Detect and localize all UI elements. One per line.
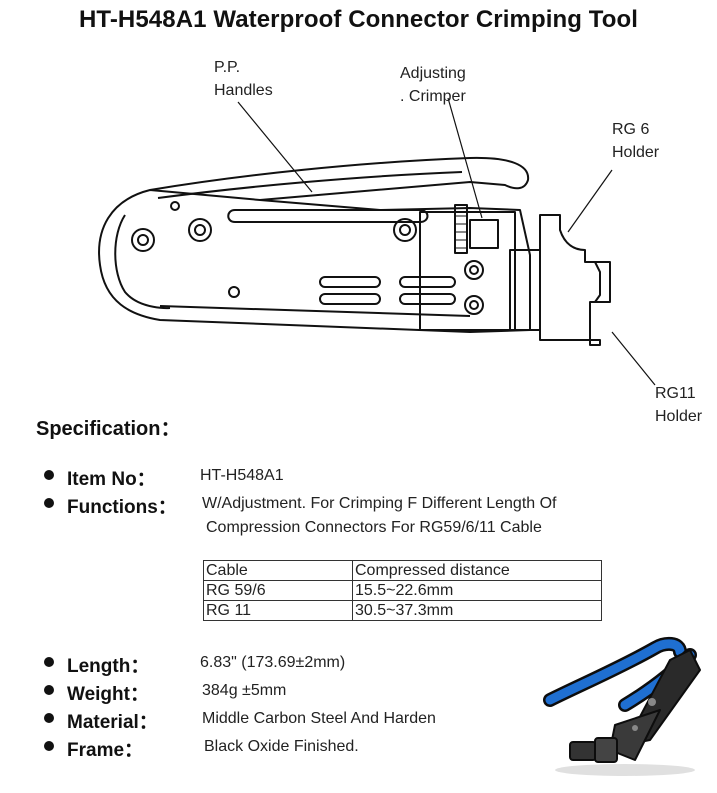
- spec-value-material: Middle Carbon Steel And Harden: [202, 710, 436, 727]
- bullet-icon: [44, 657, 54, 667]
- table-row: RG 59/6 15.5~22.6mm: [203, 580, 602, 601]
- spec-key-functions: Functions：: [67, 497, 177, 518]
- page-title: HT-H548A1 Waterproof Connector Crimping …: [78, 6, 639, 33]
- spec-value-weight: 384g ±5mm: [202, 682, 287, 699]
- table-header-row: Cable Compressed distance: [203, 560, 602, 581]
- product-photo: [543, 636, 701, 776]
- spec-key-material: Material：: [67, 712, 158, 733]
- bullet-icon: [44, 685, 54, 695]
- label-rg6-holder: RG 6 Holder: [612, 121, 660, 161]
- bullet-icon: [44, 498, 54, 508]
- spec-key-length: Length：: [67, 656, 150, 677]
- spec-value-functions-line1: W/Adjustment. For Crimping F Different L…: [202, 495, 557, 512]
- table-row: RG 11 30.5~37.3mm: [203, 600, 602, 621]
- label-rg11-holder: RG11 Holder: [655, 385, 703, 425]
- table-cell: RG 11: [203, 600, 353, 621]
- spec-value-item-no: HT-H548A1: [200, 467, 284, 484]
- bullet-icon: [44, 713, 54, 723]
- spec-value-functions-line2: Compression Connectors For RG59/6/11 Cab…: [206, 519, 542, 536]
- spec-value-length: 6.83" (173.69±2mm): [200, 654, 346, 671]
- label-pp-handles: P.P. Handles: [214, 59, 273, 99]
- table-header-cell: Cable: [203, 560, 353, 581]
- bullet-icon: [44, 741, 54, 751]
- label-adjusting-crimper: Adjusting . Crimper: [400, 65, 466, 105]
- handle-blue-grip: [545, 639, 685, 705]
- spec-key-weight: Weight：: [67, 684, 149, 705]
- cable-table: Cable Compressed distance RG 59/6 15.5~2…: [203, 560, 602, 621]
- specification-heading: Specification：: [36, 418, 181, 440]
- spec-value-frame: Black Oxide Finished.: [204, 738, 359, 755]
- bullet-icon: [44, 470, 54, 480]
- table-cell: 15.5~22.6mm: [352, 580, 602, 601]
- spec-key-frame: Frame：: [67, 740, 144, 761]
- table-cell: RG 59/6: [203, 580, 353, 601]
- crimping-tool-diagram: [98, 97, 656, 386]
- table-cell: 30.5~37.3mm: [352, 600, 602, 621]
- spec-key-item-no: Item No：: [67, 469, 156, 490]
- table-header-cell: Compressed distance: [352, 560, 602, 581]
